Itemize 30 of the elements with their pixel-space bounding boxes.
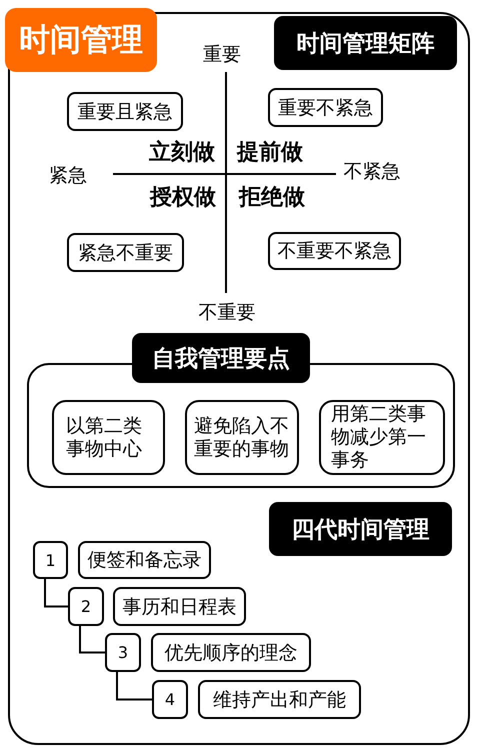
step-box: 事历和日程表 [113,587,246,626]
quadrant-label: 授权做 [150,184,216,212]
axis-label: 紧急 [49,164,87,188]
connector-line [116,672,152,700]
quadrant-box: 重要不紧急 [268,88,383,127]
section-heading: 自我管理要点 [132,333,310,383]
quadrant-box: 重要且紧急 [67,92,183,131]
step-box: 维持产出和产能 [198,680,361,719]
axis-label: 重要 [203,44,241,66]
quadrant-box: 紧急不重要 [67,233,184,272]
axis-label: 不重要 [198,302,256,324]
quadrant-label: 拒绝做 [239,184,305,212]
step-number: 1 [33,541,68,579]
section-heading: 时间管理矩阵 [274,16,457,70]
quadrant-label: 立刻做 [149,140,215,166]
title: 时间管理 [5,8,157,72]
quadrant-label: 提前做 [237,140,303,166]
point-box: 用第二类事物减少第一事务 [319,400,445,475]
step-box: 优先顺序的理念 [151,633,311,672]
connector-line [79,626,105,654]
point-box: 以第二类事物中心 [52,400,165,475]
point-box: 避免陷入不重要的事物 [185,400,299,475]
step-number: 2 [68,587,104,626]
quadrant-box: 不重要不紧急 [268,232,401,270]
step-box: 便签和备忘录 [78,541,211,579]
step-number: 4 [152,680,188,719]
axis-label: 不紧急 [344,160,400,184]
step-number: 3 [105,633,141,672]
section-heading: 四代时间管理 [269,502,452,556]
connector-line [44,579,68,608]
